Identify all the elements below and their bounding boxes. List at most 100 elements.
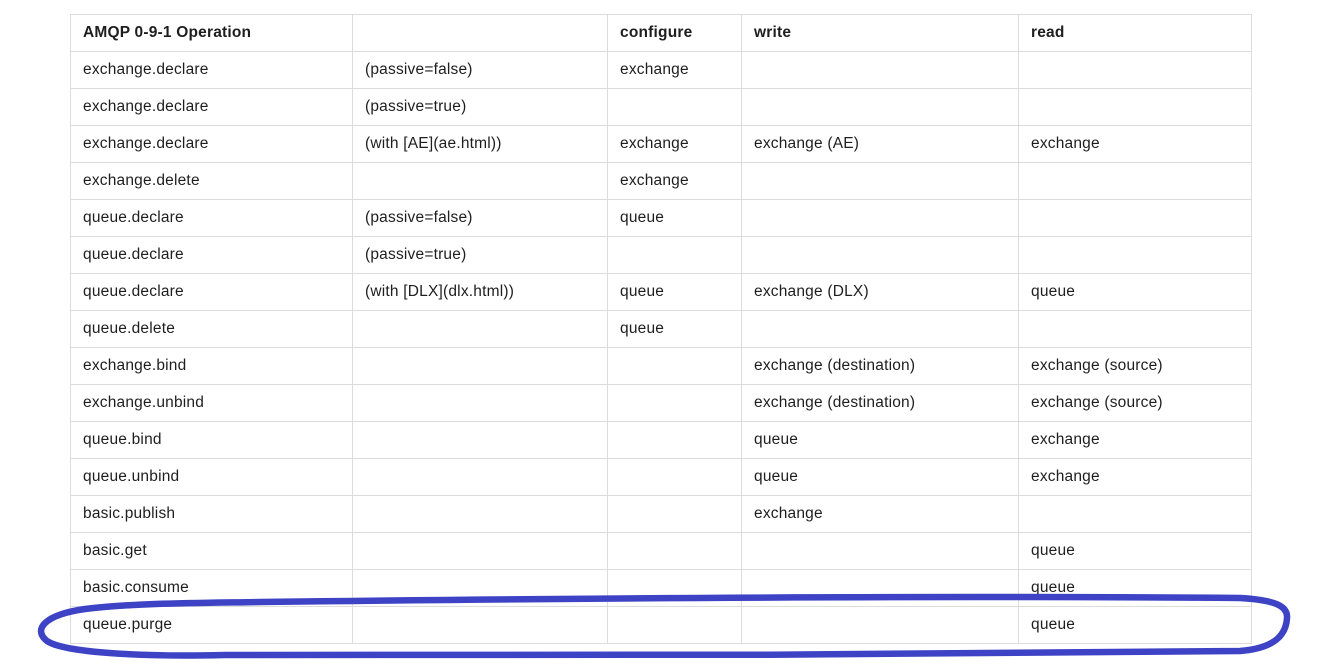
table-cell: exchange.declare — [70, 51, 353, 89]
table-cell: queue.delete — [70, 310, 353, 348]
table-row: queue.declare(passive=true) — [70, 236, 1252, 274]
table-cell: queue — [1018, 532, 1252, 570]
table-cell: queue — [607, 273, 742, 311]
table-cell: queue — [1018, 606, 1252, 644]
table-cell: exchange (AE) — [741, 125, 1019, 163]
table-cell: (passive=true) — [352, 88, 608, 126]
table-cell — [352, 458, 608, 496]
table-cell: exchange — [1018, 458, 1252, 496]
table-cell: exchange — [1018, 421, 1252, 459]
amqp-permissions-table-container: AMQP 0-9-1 Operation configure write rea… — [70, 14, 1252, 644]
table-cell — [1018, 236, 1252, 274]
table-cell — [607, 495, 742, 533]
table-cell: exchange (source) — [1018, 347, 1252, 385]
table-cell — [741, 88, 1019, 126]
table-cell — [352, 310, 608, 348]
column-header-variant — [352, 14, 608, 52]
table-cell — [607, 421, 742, 459]
table-cell: (passive=false) — [352, 199, 608, 237]
column-header-operation: AMQP 0-9-1 Operation — [70, 14, 353, 52]
table-cell: basic.consume — [70, 569, 353, 607]
table-cell: exchange — [607, 51, 742, 89]
table-cell: exchange — [1018, 125, 1252, 163]
table-row: queue.declare(with [DLX](dlx.html))queue… — [70, 273, 1252, 311]
table-row: exchange.bind exchange (destination)excha… — [70, 347, 1252, 385]
table-cell: queue.declare — [70, 273, 353, 311]
table-cell — [1018, 88, 1252, 126]
column-header-configure: configure — [607, 14, 742, 52]
table-cell: exchange.unbind — [70, 384, 353, 422]
table-cell: basic.get — [70, 532, 353, 570]
table-cell: exchange — [607, 162, 742, 200]
column-header-read: read — [1018, 14, 1252, 52]
table-cell: queue — [1018, 569, 1252, 607]
table-cell: queue.declare — [70, 199, 353, 237]
table-cell — [741, 532, 1019, 570]
table-row: basic.publish exchange — [70, 495, 1252, 533]
table-cell — [352, 421, 608, 459]
table-cell: exchange.bind — [70, 347, 353, 385]
table-cell — [1018, 495, 1252, 533]
table-cell: queue.declare — [70, 236, 353, 274]
table-cell — [1018, 162, 1252, 200]
table-cell — [741, 569, 1019, 607]
table-cell — [741, 310, 1019, 348]
table-cell: (passive=false) — [352, 51, 608, 89]
table-cell — [1018, 199, 1252, 237]
table-cell — [352, 347, 608, 385]
table-cell: (with [DLX](dlx.html)) — [352, 273, 608, 311]
table-row: basic.consume queue — [70, 569, 1252, 607]
table-cell: queue — [1018, 273, 1252, 311]
table-cell — [607, 569, 742, 607]
table-row: exchange.declare(passive=false)exchange — [70, 51, 1252, 89]
amqp-permissions-table: AMQP 0-9-1 Operation configure write rea… — [70, 14, 1252, 644]
header-row: AMQP 0-9-1 Operation configure write rea… — [70, 14, 1252, 52]
table-row: queue.purge queue — [70, 606, 1252, 644]
table-cell — [352, 162, 608, 200]
table-cell: queue — [741, 458, 1019, 496]
table-cell — [352, 606, 608, 644]
table-cell: (with [AE](ae.html)) — [352, 125, 608, 163]
table-cell: exchange (destination) — [741, 347, 1019, 385]
table-cell: exchange — [607, 125, 742, 163]
table-row: basic.get queue — [70, 532, 1252, 570]
table-cell — [741, 51, 1019, 89]
table-cell: queue — [607, 310, 742, 348]
table-cell — [607, 88, 742, 126]
table-cell — [741, 199, 1019, 237]
table-row: queue.declare(passive=false)queue — [70, 199, 1252, 237]
table-cell: exchange.declare — [70, 88, 353, 126]
table-row: exchange.delete exchange — [70, 162, 1252, 200]
table-cell: exchange (source) — [1018, 384, 1252, 422]
table-cell: exchange.declare — [70, 125, 353, 163]
table-row: exchange.declare(passive=true) — [70, 88, 1252, 126]
table-cell — [352, 495, 608, 533]
table-cell — [352, 384, 608, 422]
table-cell: (passive=true) — [352, 236, 608, 274]
table-cell: exchange.delete — [70, 162, 353, 200]
table-cell — [607, 532, 742, 570]
table-cell — [607, 347, 742, 385]
table-cell — [352, 569, 608, 607]
table-cell: queue.purge — [70, 606, 353, 644]
column-header-write: write — [741, 14, 1019, 52]
table-cell — [607, 458, 742, 496]
table-row: queue.delete queue — [70, 310, 1252, 348]
table-cell — [607, 236, 742, 274]
table-cell — [741, 162, 1019, 200]
table-cell — [607, 606, 742, 644]
table-cell: exchange — [741, 495, 1019, 533]
table-cell — [1018, 51, 1252, 89]
table-cell — [741, 606, 1019, 644]
table-cell: queue — [607, 199, 742, 237]
table-cell — [1018, 310, 1252, 348]
table-cell: basic.publish — [70, 495, 353, 533]
table-cell — [352, 532, 608, 570]
table-cell — [607, 384, 742, 422]
table-header: AMQP 0-9-1 Operation configure write rea… — [70, 14, 1252, 52]
table-cell: queue.bind — [70, 421, 353, 459]
